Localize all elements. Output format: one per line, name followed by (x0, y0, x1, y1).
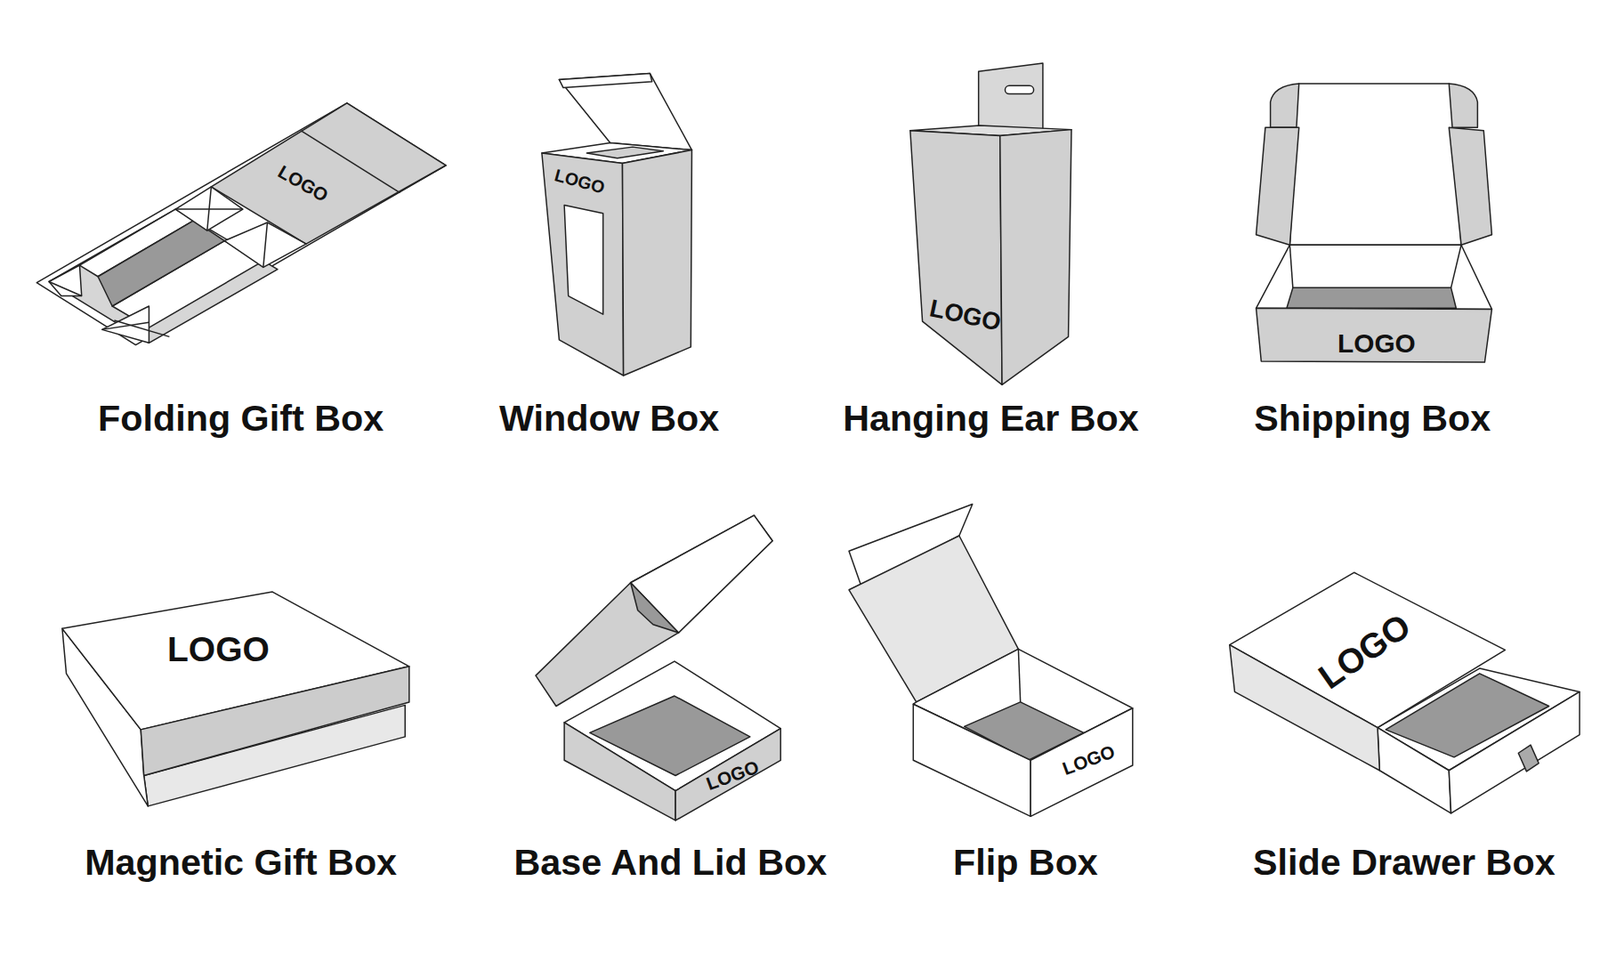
caption-text: Flip Box (953, 843, 1099, 881)
logo-text: LOGO (1337, 329, 1416, 356)
slide-drawer-box (1229, 572, 1580, 814)
logo-text: LOGO (167, 631, 270, 667)
caption-text: Hanging Ear Box (842, 399, 1140, 437)
caption-text: Shipping Box (1253, 399, 1491, 437)
magnetic-gift-box (62, 591, 410, 807)
caption-text: Magnetic Gift Box (84, 843, 397, 881)
folding-gift-box (36, 103, 446, 346)
base-and-lid-box (535, 515, 781, 821)
flip-box (848, 503, 1133, 817)
shipping-box (1256, 83, 1493, 363)
window-box (541, 73, 693, 376)
hanging-ear-box (910, 63, 1072, 385)
caption-text: Window Box (499, 399, 720, 437)
caption-text: Slide Drawer Box (1252, 843, 1556, 881)
caption-text: Folding Gift Box (97, 399, 384, 437)
caption-text: Base And Lid Box (514, 843, 828, 881)
